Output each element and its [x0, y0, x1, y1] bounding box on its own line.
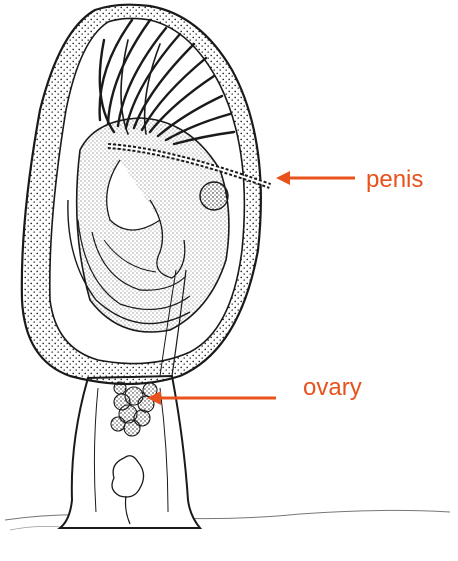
arrow-left-icon	[276, 171, 355, 185]
penis-label: penis	[366, 166, 424, 193]
arrow-left-icon	[147, 391, 276, 405]
gut-lobe	[111, 455, 145, 525]
ovary-label: ovary	[303, 374, 362, 401]
cirri-feeding-legs	[98, 18, 236, 146]
ovary-cluster	[110, 381, 158, 437]
mantle-body	[67, 117, 230, 377]
penis-structure	[107, 143, 272, 189]
peduncle-stalk	[57, 374, 203, 529]
